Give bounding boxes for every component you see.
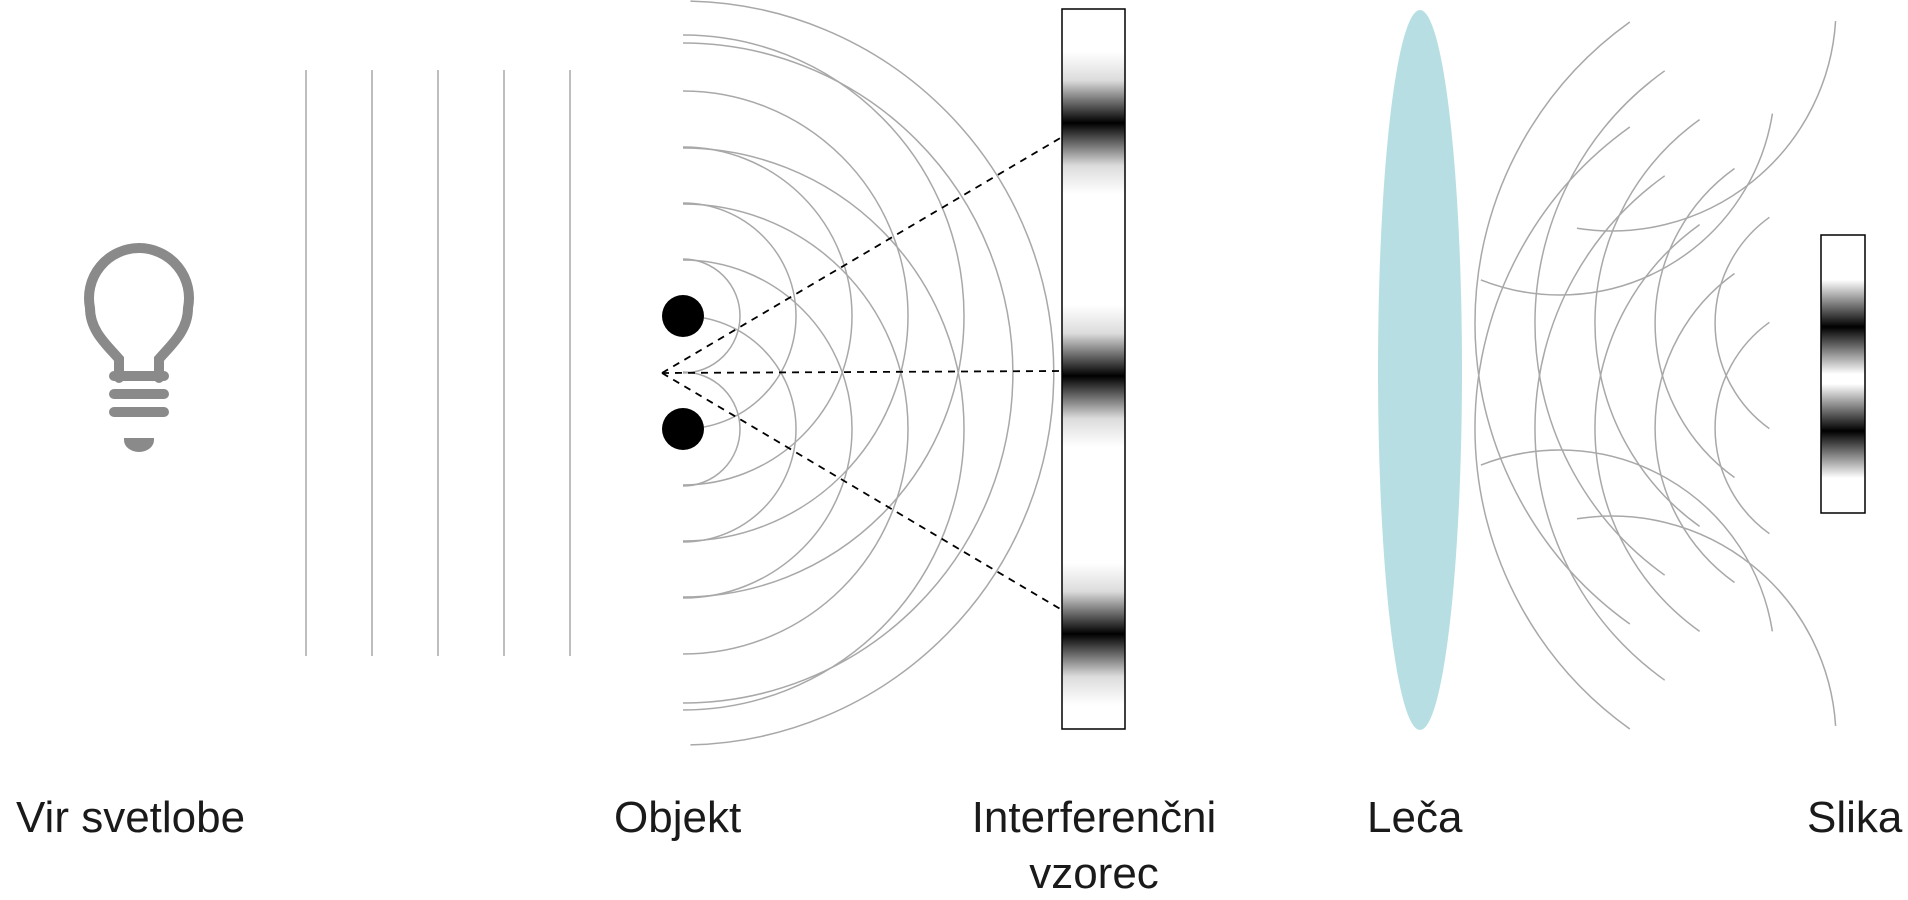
spherical-wavefront (690, 0, 1055, 746)
fringe (1062, 563, 1125, 705)
converging-wavefront (1534, 70, 1666, 576)
label-lens: Leča (1367, 793, 1463, 842)
spherical-wavefront (682, 146, 853, 486)
spherical-wavefront (682, 315, 797, 543)
converging-wavefront (1576, 515, 1837, 726)
converging-wavefront (1534, 175, 1666, 681)
image-fringe (1821, 384, 1865, 478)
image-screen (1820, 234, 1866, 514)
converging-wavefront (1654, 272, 1735, 584)
spherical-wavefront (682, 259, 853, 599)
fringe (1062, 52, 1125, 194)
label-light-source: Vir svetlobe (16, 793, 246, 842)
converging-wavefront (1480, 449, 1774, 632)
spherical-wavefront (682, 90, 909, 542)
converging-wavefront (1654, 167, 1735, 479)
slit-bottom (662, 408, 704, 450)
ray-center (661, 370, 1063, 374)
label-object: Objekt (614, 793, 742, 842)
lens (1378, 10, 1462, 730)
lightbulb-icon (84, 243, 194, 452)
spherical-wavefronts (682, 0, 1055, 746)
spherical-wavefront (682, 42, 1014, 704)
ray-up (661, 136, 1063, 374)
label-interference-pattern-line2: vzorec (1029, 849, 1159, 898)
interference-screen (1061, 8, 1126, 730)
plane-wavefronts (305, 70, 571, 656)
converging-wavefront (1576, 21, 1837, 232)
converging-wavefront (1474, 126, 1631, 730)
slit-top (662, 295, 704, 337)
converging-wavefront (1714, 216, 1770, 430)
ray-down (661, 372, 1063, 611)
converging-wavefront (1474, 21, 1631, 625)
label-interference-pattern-line1: Interferenčni (971, 793, 1217, 842)
converging-wavefront (1594, 118, 1701, 528)
spherical-wavefront (682, 147, 965, 711)
converging-wavefront (1714, 321, 1770, 535)
spherical-wavefront (682, 34, 965, 598)
fringe (1062, 305, 1125, 447)
label-image: Slika (1807, 793, 1903, 842)
spherical-wavefront (682, 258, 741, 374)
converging-wavefronts (1474, 21, 1837, 730)
spherical-wavefront (682, 371, 741, 487)
converging-wavefront (1594, 223, 1701, 633)
image-fringe (1821, 280, 1865, 374)
converging-wavefront (1480, 113, 1774, 296)
spherical-wavefront (682, 203, 909, 655)
diffraction-rays (661, 136, 1063, 611)
